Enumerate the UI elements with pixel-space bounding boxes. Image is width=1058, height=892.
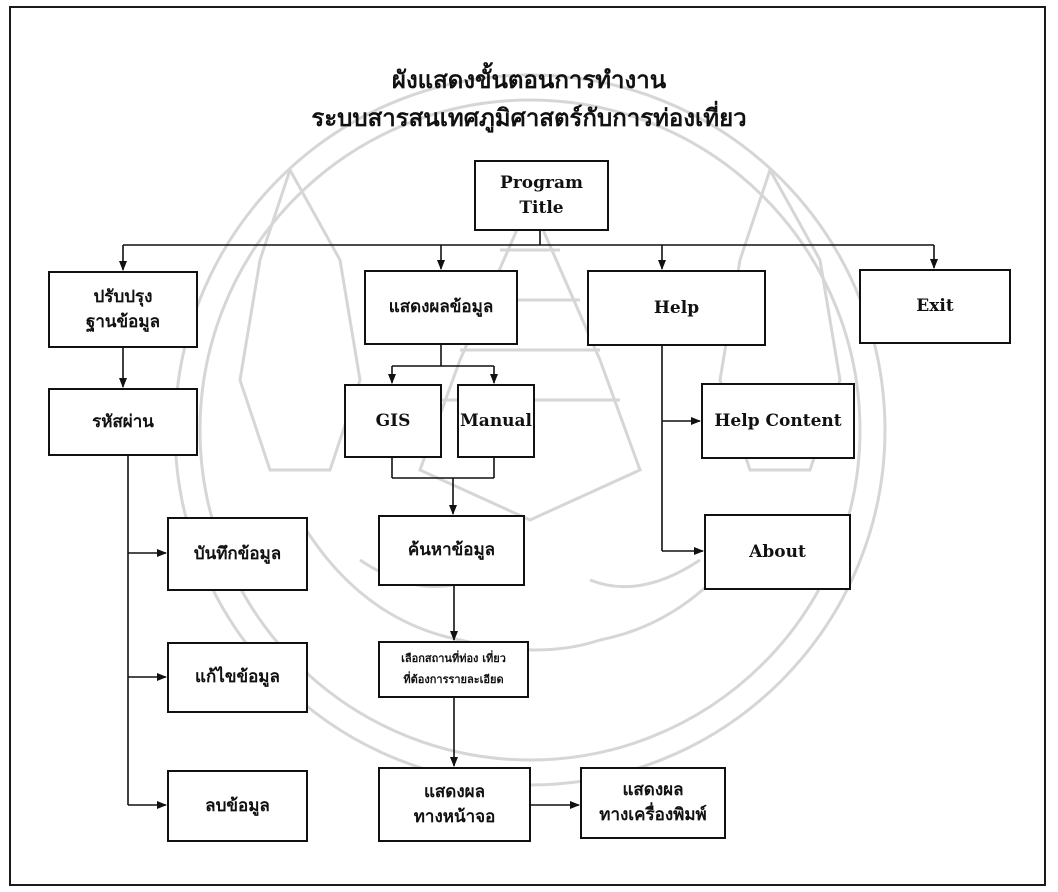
chart-title-line2: ระบบสารสนเทศภูมิศาสตร์กับการท่องเที่ยว xyxy=(311,103,747,132)
node-gis: GIS xyxy=(344,384,442,458)
chart-title-line1: ผังแสดงขั้นตอนการทำงาน xyxy=(391,65,667,94)
node-show-printer: แสดงผล ทางเครื่องพิมพ์ xyxy=(580,767,726,839)
node-about: About xyxy=(704,514,851,590)
node-help-content: Help Content xyxy=(701,383,855,459)
node-help: Help xyxy=(587,270,766,346)
node-program-title: Program Title xyxy=(474,160,609,231)
node-update-database: ปรับปรุง ฐานข้อมูล xyxy=(48,271,198,348)
page-frame xyxy=(9,6,1046,886)
node-exit: Exit xyxy=(859,269,1011,344)
node-save-data: บันทึกข้อมูล xyxy=(167,517,308,591)
node-display-data: แสดงผลข้อมูล xyxy=(364,270,518,345)
node-search-data: ค้นหาข้อมูล xyxy=(378,515,525,586)
node-select-place: เลือกสถานที่ท่อง เที่ยว ที่ต้องการรายละเ… xyxy=(378,641,529,698)
node-show-screen: แสดงผล ทางหน้าจอ xyxy=(378,767,531,842)
node-edit-data: แก้ไขข้อมูล xyxy=(167,642,308,713)
node-manual: Manual xyxy=(457,384,535,458)
node-delete-data: ลบข้อมูล xyxy=(167,770,308,842)
node-password: รหัสผ่าน xyxy=(48,388,198,456)
